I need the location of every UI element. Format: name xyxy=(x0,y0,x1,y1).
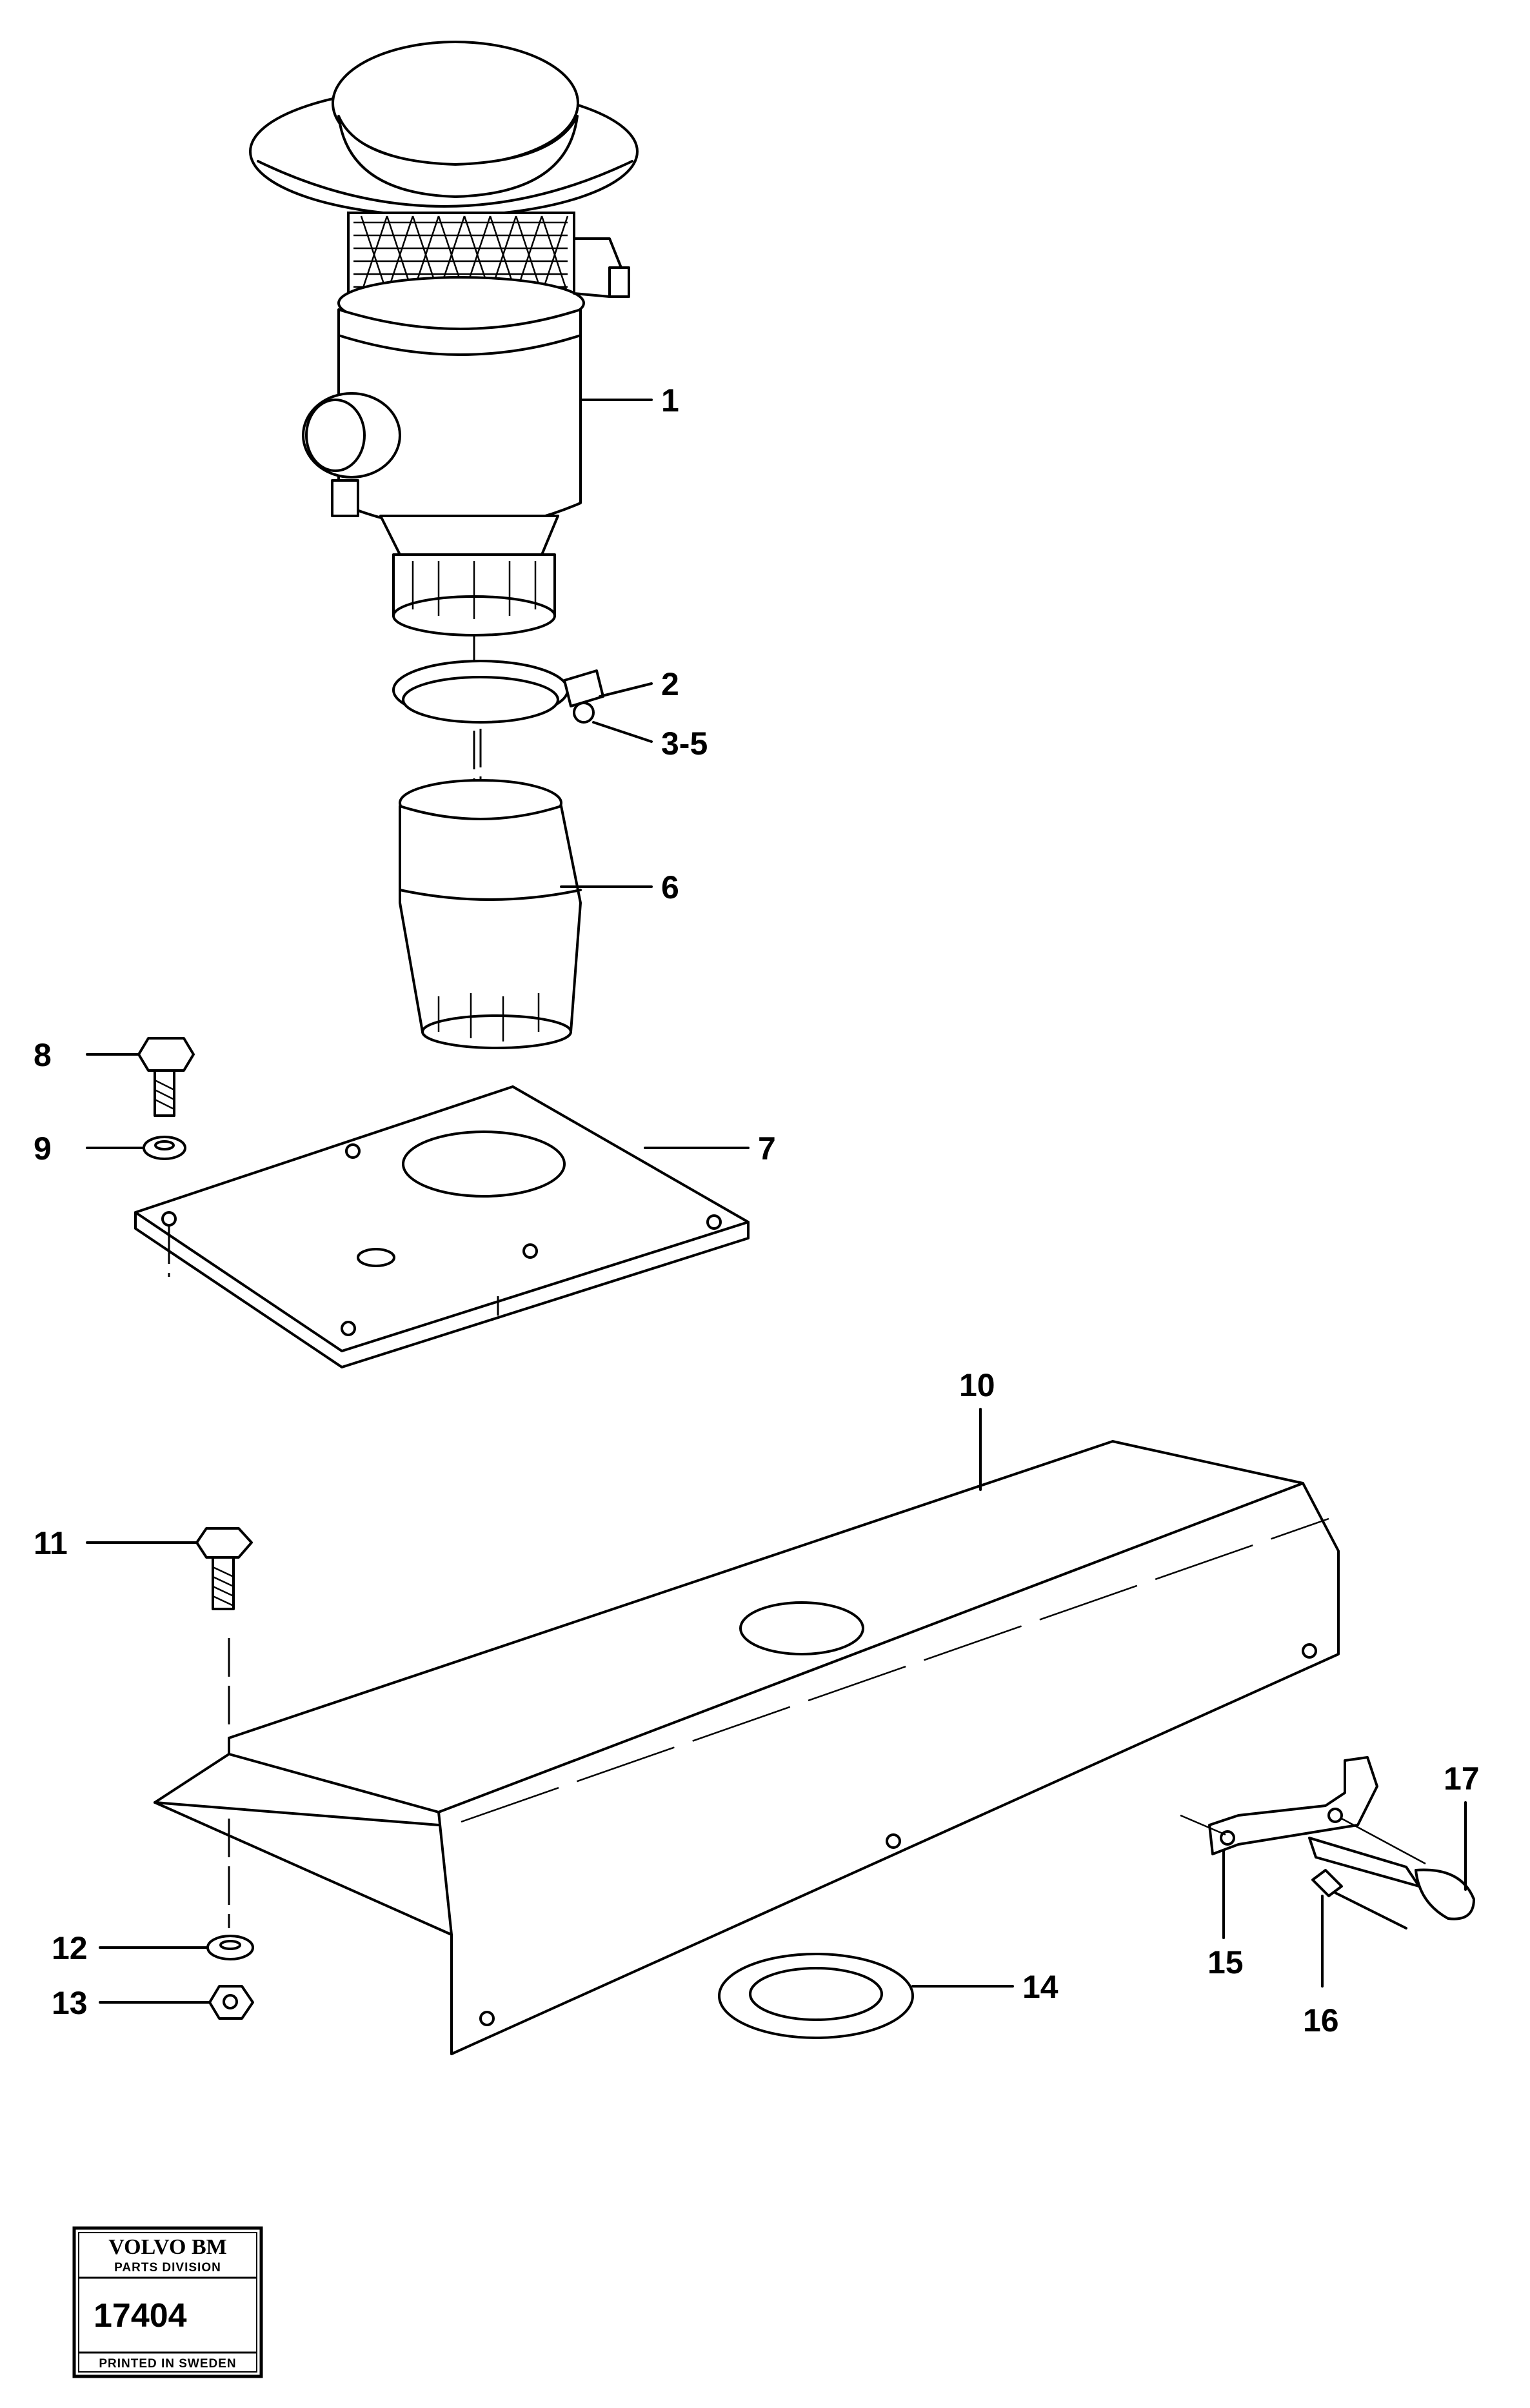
callout-7: 7 xyxy=(758,1130,776,1167)
callout-11: 11 xyxy=(34,1525,68,1561)
hose-clamp-part xyxy=(392,660,604,813)
leader-lines xyxy=(86,399,1467,2004)
callout-6: 6 xyxy=(661,869,679,905)
callout-8: 8 xyxy=(34,1037,52,1073)
bracket-part xyxy=(1180,1756,1475,1929)
hose-part xyxy=(399,779,582,1049)
callout-1: 1 xyxy=(661,382,679,419)
stamp-printed: PRINTED IN SWEDEN xyxy=(99,2357,236,2371)
callout-labels: 1 2 3-5 6 7 8 9 10 11 12 13 14 15 16 17 xyxy=(34,382,1480,2038)
stamp-division: PARTS DIVISION xyxy=(114,2261,221,2275)
cover-part xyxy=(154,1440,1340,2055)
seal-ring-part xyxy=(718,1953,914,2039)
mesh-screen xyxy=(353,215,569,294)
callout-9: 9 xyxy=(34,1130,52,1167)
callout-14: 14 xyxy=(1022,1969,1058,2005)
cover-bolt-part xyxy=(195,1527,253,1610)
callout-17: 17 xyxy=(1444,1761,1480,1797)
stamp-number: 17404 xyxy=(94,2297,187,2334)
callout-2: 2 xyxy=(661,666,679,702)
mounting-plate-part xyxy=(134,1085,750,1368)
air-cleaner-part xyxy=(249,41,639,800)
parts-division-stamp: VOLVO BM PARTS DIVISION 17404 PRINTED IN… xyxy=(72,2226,263,2378)
callout-16: 16 xyxy=(1303,2002,1339,2038)
callout-13: 13 xyxy=(52,1985,88,2021)
callout-15: 15 xyxy=(1207,1944,1244,1980)
washer-nut-part xyxy=(206,1935,254,2020)
bolt-part xyxy=(137,1037,195,1160)
callout-12: 12 xyxy=(52,1930,88,1966)
callout-10: 10 xyxy=(959,1367,995,1403)
stamp-brand: VOLVO BM xyxy=(108,2235,226,2259)
callout-3-5: 3-5 xyxy=(661,725,708,762)
